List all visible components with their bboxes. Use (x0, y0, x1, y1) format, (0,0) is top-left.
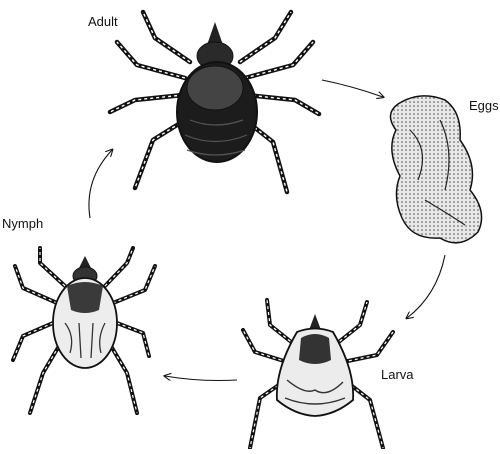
adult-label: Adult (88, 14, 118, 29)
arrow-larva-to-nymph (165, 376, 237, 381)
arrow-eggs-to-larva (407, 255, 445, 318)
adult-tick-icon (110, 12, 319, 192)
egg-mass-icon (390, 96, 481, 243)
arrow-nymph-to-adult (89, 150, 112, 218)
arrow-adult-to-eggs (322, 80, 383, 97)
nymph-label: Nymph (2, 216, 43, 231)
eggs-label: Eggs (469, 98, 499, 113)
nymph-tick-icon (13, 248, 155, 413)
larva-label: Larva (381, 367, 414, 382)
larva-tick-icon (243, 300, 393, 448)
